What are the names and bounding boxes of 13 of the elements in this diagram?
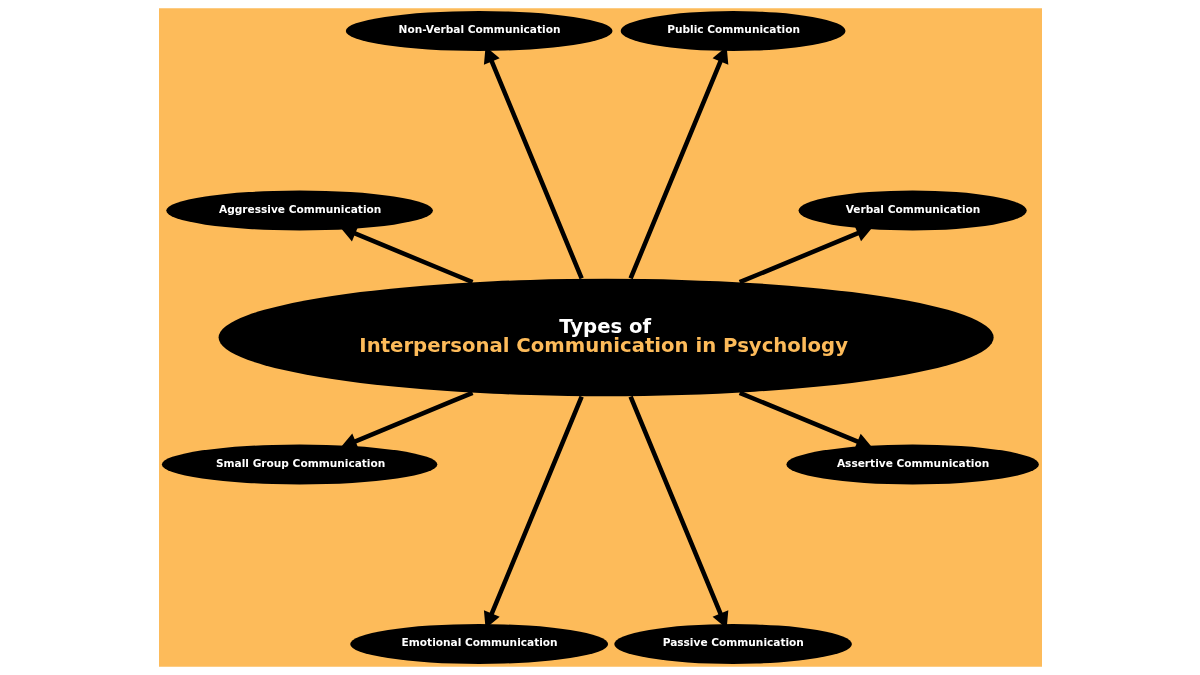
- node-ellipse: Small Group Communication: [161, 444, 437, 485]
- node-ellipse: Non-Verbal Communication: [345, 11, 612, 51]
- node-ellipse: Verbal Communication: [798, 190, 1027, 231]
- arrow: [340, 390, 473, 450]
- arrow: [738, 390, 872, 450]
- node-ellipse: Passive Communication: [613, 624, 852, 664]
- arrow: [738, 225, 873, 285]
- node-ellipse: Assertive Communication: [785, 444, 1039, 485]
- node-ellipse: Aggressive Communication: [165, 190, 433, 231]
- arrow: [339, 225, 473, 285]
- node-ellipse: Emotional Communication: [349, 624, 608, 664]
- node-ellipse: Public Communication: [620, 11, 845, 51]
- node-ellipse: Types of Interpersonal Communication in Psychology: [218, 278, 994, 397]
